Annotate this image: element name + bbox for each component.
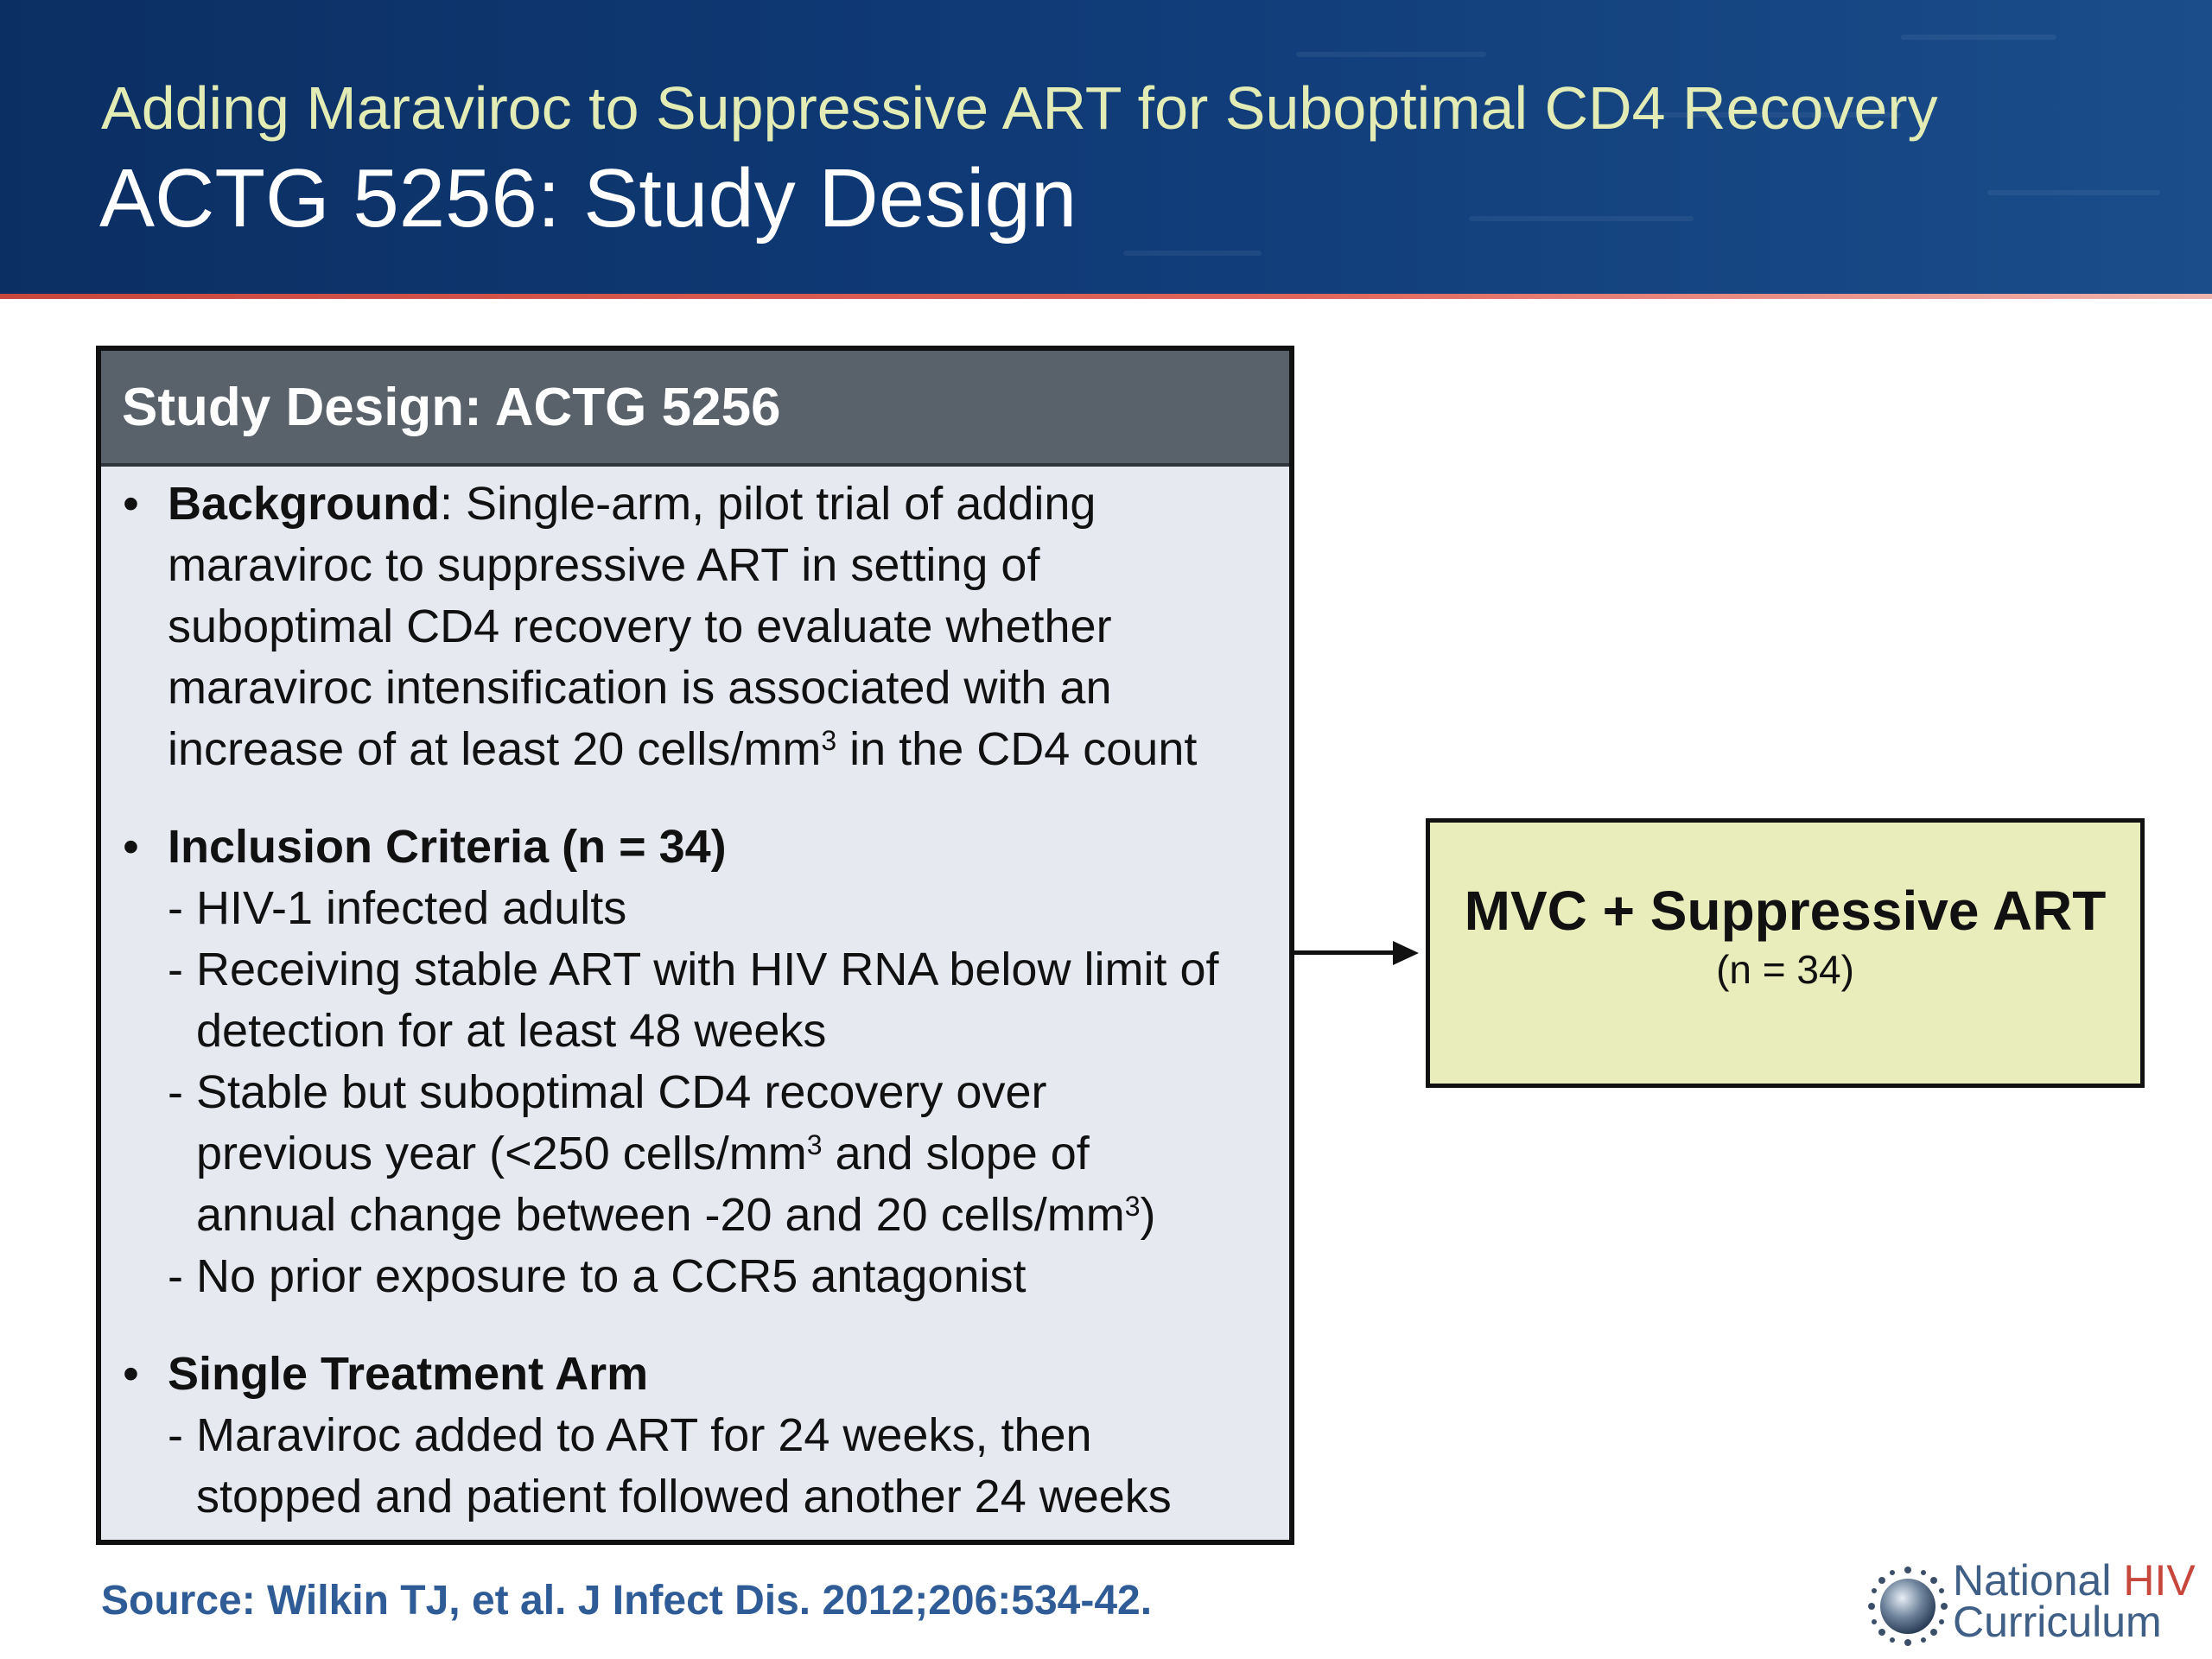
treatment-item-cont: stopped and patient followed another 24 …	[196, 1471, 1172, 1522]
study-design-header: Study Design: ACTG 5256	[101, 351, 1289, 467]
inclusion-item: - HIV-1 infected adults	[168, 882, 627, 934]
logo-wordmark: National HIV Curriculum	[1953, 1556, 2196, 1646]
background-line: increase of at least 20 cells/mm3 in the…	[168, 723, 1198, 775]
bullet-inclusion-criteria: • Inclusion Criteria (n = 34) - HIV-1 in…	[101, 817, 1289, 1307]
banner-streak	[1469, 216, 1694, 221]
banner-streak	[1901, 35, 2056, 40]
banner-streak	[1642, 112, 1901, 118]
inclusion-item-cont: detection for at least 48 weeks	[196, 1005, 827, 1057]
inclusion-item-cont: previous year (<250 cells/mm3 and slope …	[196, 1128, 1090, 1179]
background-line: maraviroc intensification is associated …	[168, 662, 1112, 714]
national-hiv-curriculum-logo: National HIV Curriculum	[1866, 1556, 2196, 1655]
arm-title: MVC + Suppressive ART	[1464, 880, 2107, 942]
study-design-heading: Study Design: ACTG 5256	[122, 377, 781, 437]
bullet-background: • Background: Single-arm, pilot trial of…	[101, 474, 1289, 780]
arrow-right-icon	[1393, 941, 1419, 965]
banner-streak	[1123, 251, 1262, 256]
arm-count: (n = 34)	[1716, 947, 1854, 992]
bullet-marker: •	[123, 821, 139, 873]
virus-globe-icon	[1868, 1567, 1948, 1646]
inclusion-item-cont: annual change between -20 and 20 cells/m…	[196, 1189, 1156, 1241]
inclusion-item: - Receiving stable ART with HIV RNA belo…	[168, 944, 1219, 995]
treatment-item: - Maraviroc added to ART for 24 weeks, t…	[168, 1409, 1092, 1461]
bullet-treatment-arm: • Single Treatment Arm - Maraviroc added…	[101, 1344, 1289, 1528]
treatment-arm-box: MVC + Suppressive ART (n = 34)	[1426, 818, 2145, 1088]
study-design-bullets: • Background: Single-arm, pilot trial of…	[101, 474, 1289, 1528]
background-line: suboptimal CD4 recovery to evaluate whet…	[168, 601, 1112, 652]
inclusion-item: - Stable but suboptimal CD4 recovery ove…	[168, 1066, 1047, 1118]
slide-subtitle: Adding Maraviroc to Suppressive ART for …	[101, 74, 1938, 142]
study-design-box: Study Design: ACTG 5256 • Background: Si…	[96, 346, 1294, 1545]
inclusion-item: - No prior exposure to a CCR5 antagonist	[168, 1250, 1027, 1302]
flow-arrow-shaft	[1294, 950, 1398, 955]
title-banner	[0, 0, 2212, 294]
background-line: Background: Single-arm, pilot trial of a…	[168, 478, 1096, 530]
background-line: maraviroc to suppressive ART in setting …	[168, 539, 1040, 591]
bullet-marker: •	[123, 1348, 139, 1400]
slide-title: ACTG 5256: Study Design	[99, 152, 1077, 245]
bullet-marker: •	[123, 478, 139, 530]
banner-streak	[1296, 52, 1486, 57]
background-label: Background	[168, 478, 441, 530]
source-citation: Source: Wilkin TJ, et al. J Infect Dis. …	[101, 1578, 1153, 1624]
inclusion-label: Inclusion Criteria (n = 34)	[168, 821, 727, 873]
banner-streak	[1987, 190, 2160, 195]
treatment-label: Single Treatment Arm	[168, 1348, 649, 1400]
banner-accent-line	[0, 294, 2212, 299]
